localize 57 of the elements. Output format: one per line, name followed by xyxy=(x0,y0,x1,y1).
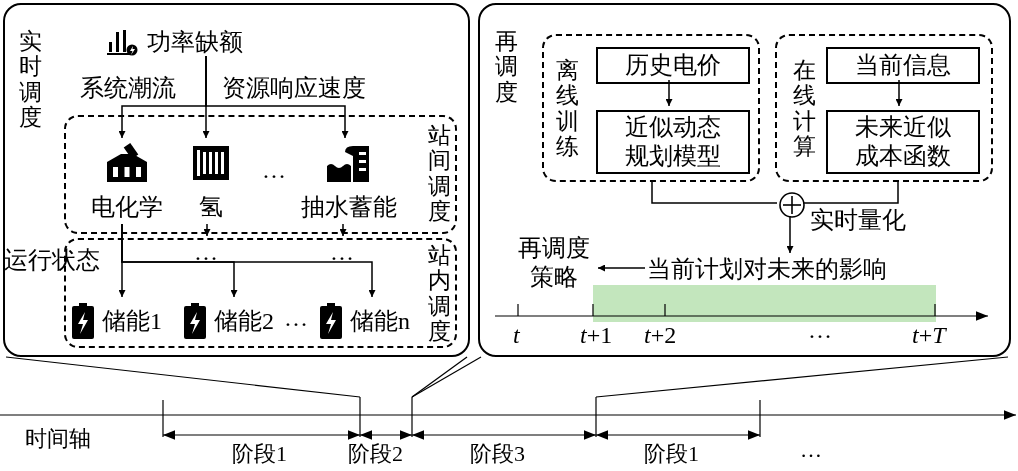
node-label: 功率缺额 xyxy=(147,28,243,57)
arrow xyxy=(339,223,347,237)
panel xyxy=(478,3,1011,357)
vertical-heading: 再调度 xyxy=(495,29,518,105)
text-label: 阶段1 xyxy=(644,441,699,468)
arrow xyxy=(205,55,349,139)
annotation-text: 再调度策略 xyxy=(508,234,600,292)
node-label: 储能2 xyxy=(214,307,274,336)
text-label: … xyxy=(194,238,218,267)
connector-line xyxy=(651,179,778,204)
text-label: 阶段1 xyxy=(232,441,287,468)
process-box: 未来近似成本函数 xyxy=(826,110,980,174)
text-label: 时间轴 xyxy=(25,426,91,453)
vertical-heading: 在线计算 xyxy=(793,58,816,160)
arrow xyxy=(895,79,903,107)
vertical-heading: 实时调度 xyxy=(19,29,42,131)
zoom-callout-line xyxy=(411,356,482,398)
text-label: 系统潮流 xyxy=(80,74,176,103)
annotation-text: 当前计划对未来的影响 xyxy=(647,255,937,285)
text-label: 阶段3 xyxy=(470,441,525,468)
arrow xyxy=(665,79,673,107)
arrow xyxy=(203,223,211,237)
connector-line xyxy=(802,179,899,204)
vertical-heading: 站内调度 xyxy=(428,243,451,345)
zoom-callout-line xyxy=(411,356,468,398)
process-box: 历史电价 xyxy=(596,47,750,84)
zoom-callout-line xyxy=(5,356,361,398)
sum-circle xyxy=(779,192,805,218)
arrow xyxy=(786,215,794,254)
process-box: 当前信息 xyxy=(826,47,980,84)
process-box: 近似动态规划模型 xyxy=(596,110,750,174)
vertical-heading: 站间调度 xyxy=(428,123,451,225)
text-label: t+T xyxy=(912,321,946,350)
text-label: … xyxy=(284,304,308,333)
text-label: … xyxy=(330,238,354,267)
node-label: 电化学 xyxy=(91,194,163,221)
dashed-group-frame xyxy=(775,34,993,182)
node-label: 储能n xyxy=(350,307,410,336)
arrow xyxy=(597,264,646,272)
node-label: 储能1 xyxy=(102,307,162,336)
text-label: … xyxy=(262,156,286,185)
text-label: 阶段2 xyxy=(348,441,403,468)
edge-label: 实时量化 xyxy=(810,206,906,235)
text-label: t+1 xyxy=(580,321,613,350)
dashed-group-frame xyxy=(542,34,760,182)
text-label: 资源响应速度 xyxy=(222,74,366,103)
node-label: 氢 xyxy=(199,194,223,221)
node-label: 抽水蓄能 xyxy=(301,194,397,221)
text-label: t+2 xyxy=(644,321,677,350)
vertical-heading: 离线训练 xyxy=(556,58,579,160)
panel xyxy=(3,3,470,357)
text-label: … xyxy=(800,437,822,464)
text-label: t xyxy=(513,321,520,350)
dashed-group-frame xyxy=(64,115,457,234)
text-label: … xyxy=(808,316,832,345)
arrow xyxy=(121,223,376,298)
zoom-callout-line xyxy=(595,356,1009,398)
